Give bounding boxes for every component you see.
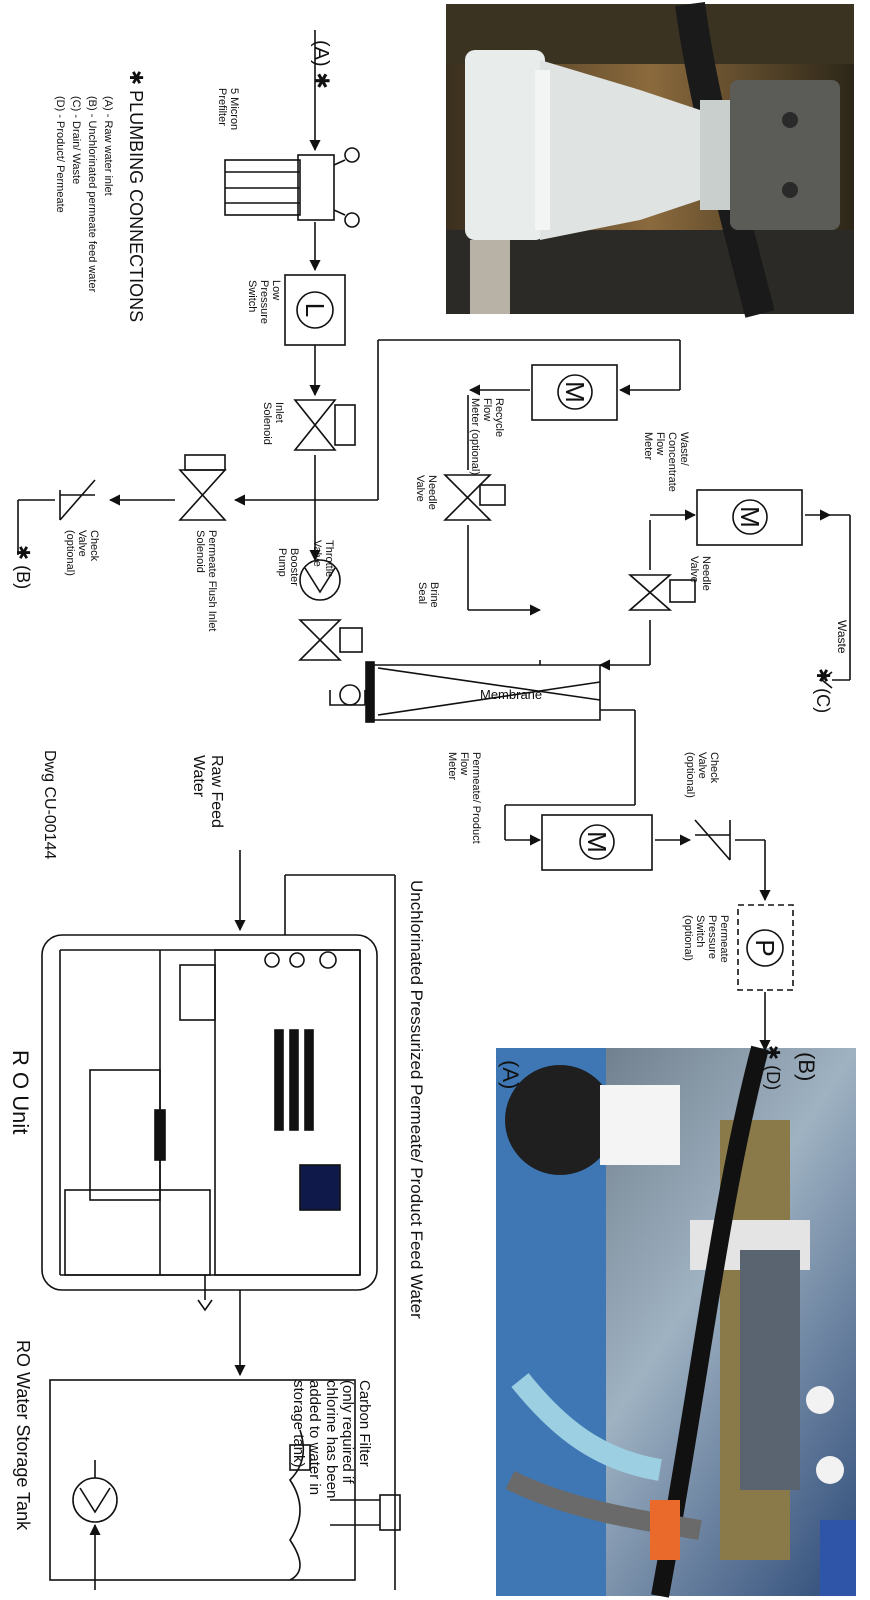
plumbing-item-a: (A) - Raw water inlet: [102, 96, 114, 196]
permeate-meter-symbol: M: [582, 831, 612, 853]
inlet-a-label: (A) ✱: [310, 40, 332, 89]
plumbing-item-c: (C) - Drain/ Waste: [70, 96, 82, 185]
photo-a-label: (A): [498, 1060, 523, 1090]
photo-b-label: (B): [794, 1052, 819, 1082]
unit-photo: [496, 1045, 856, 1598]
meter-symbols: M M M L P: [296, 291, 784, 967]
outlet-c-label: ✱ (C): [813, 668, 833, 714]
permeate-switch-symbol: P: [750, 939, 780, 956]
recycle-meter-symbol: M: [560, 381, 590, 403]
outlet-d-label: ✱ (D): [763, 1045, 783, 1091]
membrane-label: Membrane: [480, 687, 543, 702]
schematic-lines: [17, 30, 851, 1590]
waste-meter-symbol: M: [735, 506, 765, 528]
plumbing-item-d: (D) - Product/ Permeate: [54, 96, 66, 213]
low-switch-symbol: L: [300, 303, 330, 317]
filter-photo: [446, 2, 854, 318]
feed-line-label: Unchlorinated Pressurized Permeate/ Prod…: [407, 880, 426, 1319]
waste-label: Waste: [835, 620, 849, 654]
ro-unit-label: R O Unit: [8, 1050, 33, 1135]
drawing-number: Dwg CU-00144: [41, 750, 58, 860]
plumbing-title: ✱ PLUMBING CONNECTIONS: [126, 70, 146, 323]
plumbing-item-b: (B) - Unchlorinated permeate feed water: [86, 96, 98, 293]
storage-tank-label: RO Water Storage Tank: [13, 1340, 33, 1531]
outlet-b-label: ✱ (B): [13, 545, 33, 590]
